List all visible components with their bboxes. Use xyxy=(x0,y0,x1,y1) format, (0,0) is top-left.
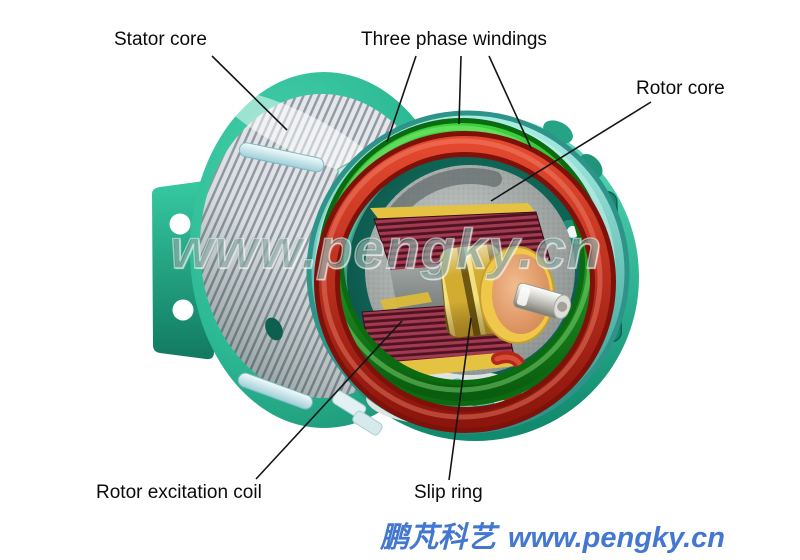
label-stator-core: Stator core xyxy=(114,29,207,50)
label-slip-ring: Slip ring xyxy=(414,482,483,503)
footer-brand-url: www.pengky.cn xyxy=(508,522,726,554)
leader-line-slip-ring xyxy=(448,317,472,481)
footer-brand-chinese: 鹏芃科艺 xyxy=(380,522,497,554)
flange-hole xyxy=(172,299,194,321)
leader-line-windings-2 xyxy=(458,55,462,125)
winding-ring-red xyxy=(314,131,616,433)
bottom-bolt xyxy=(352,410,383,436)
label-rotor-core: Rotor core xyxy=(636,78,725,99)
mounting-bar-top xyxy=(238,142,325,173)
leader-line-windings-1 xyxy=(386,55,417,143)
coil-wedge-yellow xyxy=(380,292,432,310)
leader-line-windings-3 xyxy=(488,55,532,149)
label-three-phase-windings: Three phase windings xyxy=(361,29,547,50)
mounting-bar-bottom xyxy=(237,372,313,410)
housing-vent-hole xyxy=(265,317,283,341)
footer-brand: 鹏芃科艺 www.pengky.cn xyxy=(380,514,725,556)
leader-line-stator-core xyxy=(211,55,288,131)
shaft xyxy=(513,282,572,320)
flange-hole xyxy=(169,213,191,235)
label-rotor-excitation-coil: Rotor excitation coil xyxy=(96,482,262,503)
leader-line-rotor-core xyxy=(490,101,652,202)
leader-line-excitation-coil xyxy=(255,320,403,480)
leader-lines xyxy=(211,55,652,481)
